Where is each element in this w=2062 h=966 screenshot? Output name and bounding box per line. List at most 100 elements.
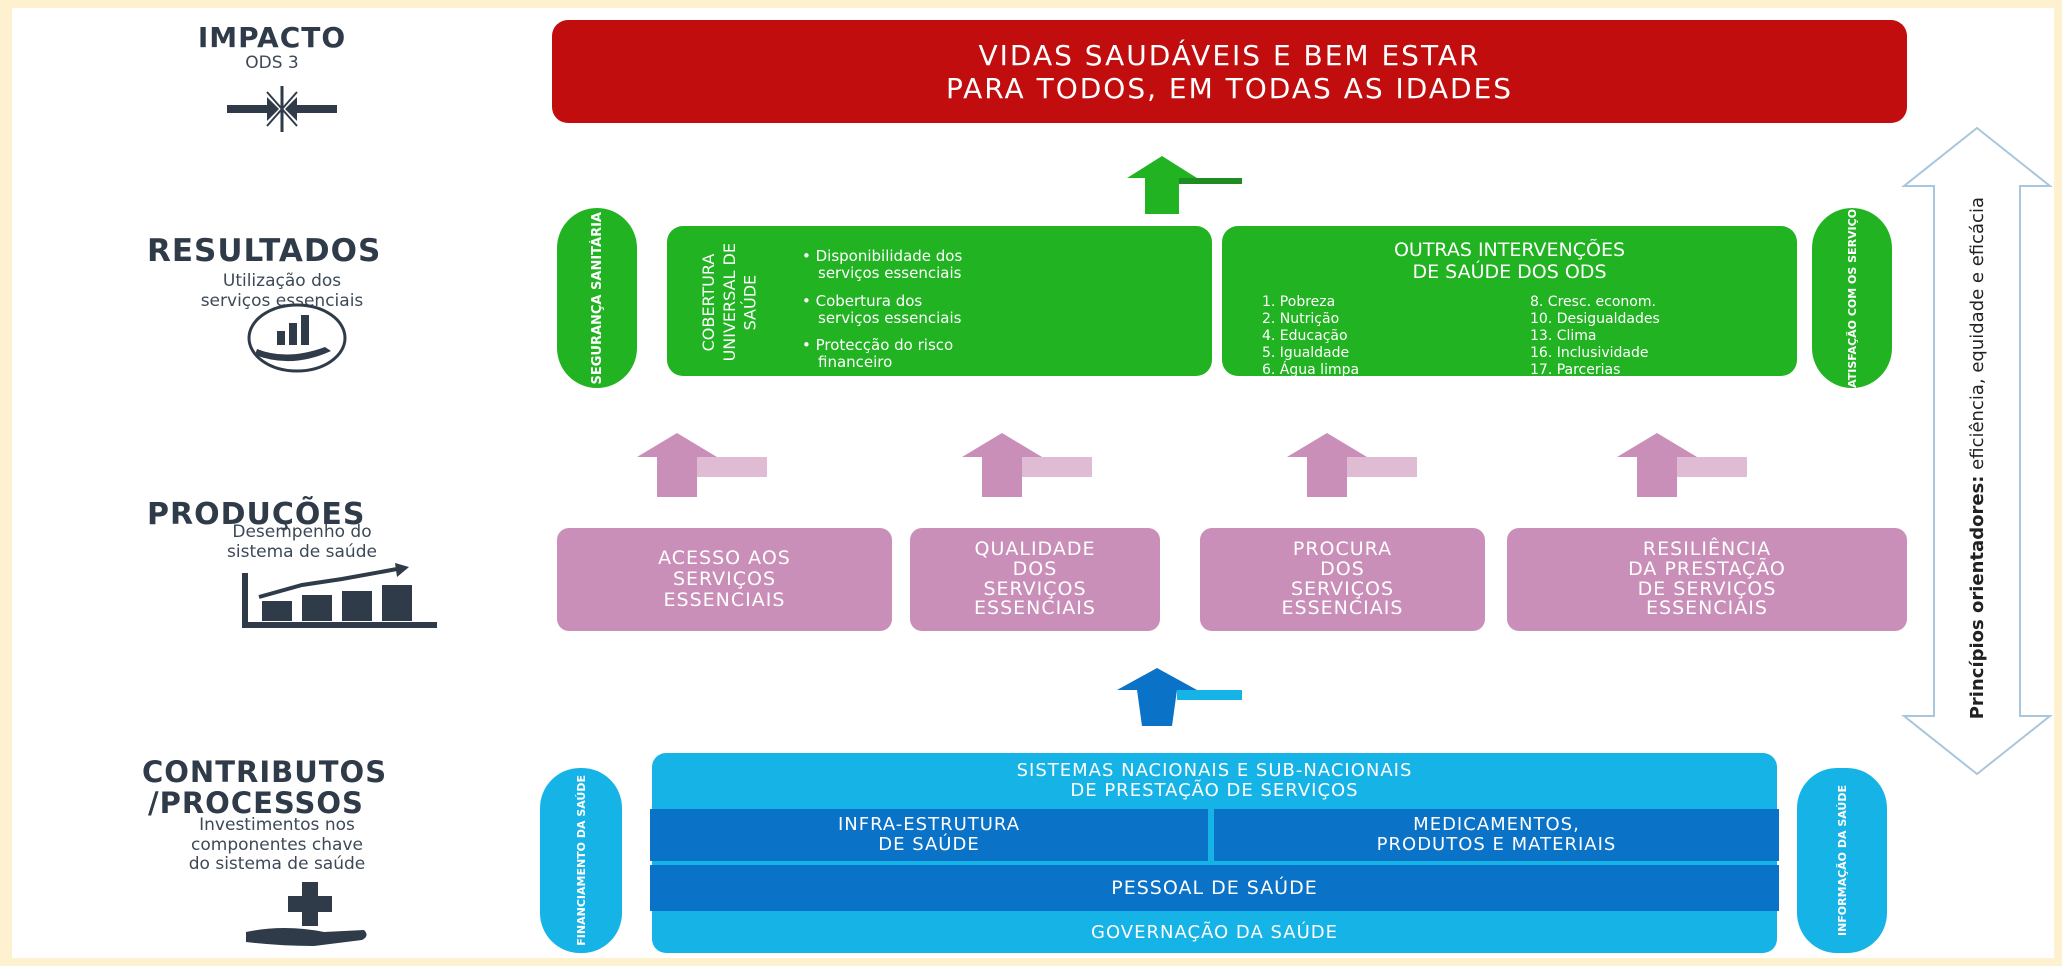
infra-line1: INFRA-ESTRUTURA <box>837 814 1021 836</box>
side-bar-health-security-label: SEGURANÇA SANITÁRIA <box>589 211 605 385</box>
side-bar-health-security: SEGURANÇA SANITÁRIA <box>557 208 637 388</box>
governance-label: GOVERNAÇÃO DA SAÚDE <box>1091 921 1338 943</box>
output-box-access: ACESSO AOS SERVIÇOS ESSENCIAIS <box>557 528 892 631</box>
output-access-line2: SERVIÇOS <box>672 568 777 591</box>
arrow-up-icon <box>1117 668 1242 726</box>
list-item: 6. Água limpa <box>1262 362 1360 378</box>
other-interventions-title: OUTRAS INTERVENÇÕES DE SAÚDE DOS ODS <box>1222 239 1797 284</box>
output-demand-line4: ESSENCIAIS <box>1281 597 1404 620</box>
list-item: 16. Inclusividade <box>1530 345 1649 361</box>
output-quality-line2: DOS <box>1012 557 1058 580</box>
diagram-canvas: IMPACTO ODS 3 RESULTADOS Utilização dos … <box>12 8 2054 958</box>
list-item: 10. Desigualdades <box>1530 311 1660 327</box>
output-access-line1: ACESSO AOS <box>658 547 791 570</box>
uhc-label-line3: SAÚDE <box>740 274 760 330</box>
other-interventions-left-list: 1. Pobreza 2. Nutrição 4. Educação 5. Ig… <box>1262 294 1482 379</box>
uhc-bullet: • Disponibilidade dos serviços essenciai… <box>802 247 1202 283</box>
inputs-subtitle: Investimentos nos componentes chave do s… <box>142 815 412 875</box>
output-box-demand: PROCURA DOS SERVIÇOS ESSENCIAIS <box>1200 528 1485 631</box>
uhc-bullet-3-line1: • Protecção do risco <box>802 336 954 354</box>
results-subtitle: Utilização dos serviços essenciais <box>152 271 412 311</box>
output-quality-line3: SERVIÇOS <box>983 577 1087 600</box>
other-title-line2: DE SAÚDE DOS ODS <box>1412 260 1607 283</box>
outputs-label: PRODUÇÕES <box>147 500 537 530</box>
hand-plus-icon <box>246 882 367 946</box>
inputs-label: CONTRIBUTOS /PROCESSOS <box>142 758 542 818</box>
governance-box: GOVERNAÇÃO DA SAÚDE <box>652 913 1777 951</box>
side-bar-financing: FINANCIAMENTO DA SAÚDE <box>540 768 622 953</box>
uhc-bullet-1-line2: serviços essenciais <box>818 264 962 283</box>
uhc-bullet: • Cobertura dos serviços essenciais <box>802 291 1202 328</box>
side-bar-information: INFORMAÇÃO DA SAÚDE <box>1797 768 1887 953</box>
impact-subtitle: ODS 3 <box>245 53 299 73</box>
uhc-bullet-3-line2: financeiro <box>818 353 893 372</box>
impact-banner-line1: VIDAS SAUDÁVEIS E BEM ESTAR <box>978 38 1481 72</box>
uhc-box: COBERTURA UNIVERSAL DE SAÚDE • Disponibi… <box>667 226 1212 376</box>
staff-label: PESSOAL DE SAÚDE <box>1111 877 1318 899</box>
medicines-box: MEDICAMENTOS, PRODUTOS E MATERIAIS <box>1214 809 1779 861</box>
list-item: 17. Parcerias <box>1530 362 1621 378</box>
uhc-label: COBERTURA UNIVERSAL DE SAÚDE <box>675 236 785 368</box>
uhc-label-line1: COBERTURA <box>698 253 718 351</box>
staff-box: PESSOAL DE SAÚDE <box>650 865 1779 911</box>
inputs-top-line1: SISTEMAS NACIONAIS E SUB-NACIONAIS <box>1016 760 1413 782</box>
results-subtitle-line1: Utilização dos <box>222 271 342 291</box>
output-box-quality: QUALIDADE DOS SERVIÇOS ESSENCIAIS <box>910 528 1160 631</box>
other-interventions-box: OUTRAS INTERVENÇÕES DE SAÚDE DOS ODS 1. … <box>1222 226 1797 379</box>
list-item: 8. Cresc. econom. <box>1530 294 1656 310</box>
principles-rest: eficiência, equidade e eficácia <box>1966 196 1988 476</box>
principles-label: Princípios orientadores: eficiência, equ… <box>1937 196 2017 720</box>
list-item: 5. Igualdade <box>1262 345 1350 361</box>
target-arrows-icon <box>227 86 337 132</box>
output-quality-line4: ESSENCIAIS <box>974 597 1096 620</box>
outputs-subtitle-line1: Desempenho do <box>232 522 372 542</box>
output-resilience-line1: RESILIÊNCIA <box>1642 537 1772 560</box>
impact-label: IMPACTO ODS 3 <box>147 24 397 74</box>
uhc-bullet: • Protecção do risco financeiro <box>802 336 1202 372</box>
side-bar-satisfaction: SATISFAÇÃO COM OS SERVIÇOS <box>1812 201 1892 395</box>
inputs-subtitle-line2: componentes chave <box>191 834 363 855</box>
output-resilience-line3: DE SERVIÇOS <box>1637 577 1777 600</box>
output-quality-line1: QUALIDADE <box>974 537 1096 560</box>
uhc-label-line2: UNIVERSAL DE <box>719 242 739 362</box>
uhc-bullet-2-line1: • Cobertura dos <box>802 291 923 310</box>
output-resilience-line2: DA PRESTAÇÃO <box>1628 557 1786 580</box>
results-label: RESULTADOS <box>147 236 537 267</box>
list-item: 4. Educação <box>1262 328 1348 344</box>
output-demand-line1: PROCURA <box>1292 537 1393 560</box>
inputs-title-line2: /PROCESSOS <box>148 786 364 820</box>
impact-title: IMPACTO <box>197 21 347 54</box>
list-item: 13. Clima <box>1530 328 1597 344</box>
infra-box: INFRA-ESTRUTURA DE SAÚDE <box>650 809 1208 861</box>
uhc-bullets: • Disponibilidade dos serviços essenciai… <box>802 247 1202 372</box>
arrow-up-icon <box>1127 156 1242 214</box>
side-bar-financing-label: FINANCIAMENTO DA SAÚDE <box>574 775 588 946</box>
output-access-line3: ESSENCIAIS <box>663 588 786 611</box>
inputs-subtitle-line1: Investimentos nos <box>199 815 355 835</box>
outputs-subtitle: Desempenho do sistema de saúde <box>172 522 432 562</box>
other-title-line1: OUTRAS INTERVENÇÕES <box>1393 239 1626 261</box>
hand-chart-icon <box>247 303 347 373</box>
other-interventions-right-list: 8. Cresc. econom. 10. Desigualdades 13. … <box>1530 294 1790 379</box>
medicines-line1: MEDICAMENTOS, <box>1413 814 1580 836</box>
inputs-top-line2: DE PRESTAÇÃO DE SERVIÇOS <box>1070 780 1359 801</box>
impact-banner-line2: PARA TODOS, EM TODAS AS IDADES <box>945 71 1514 105</box>
arrow-up-icon <box>962 433 1092 497</box>
impact-banner: VIDAS SAUDÁVEIS E BEM ESTAR PARA TODOS, … <box>552 20 1907 123</box>
output-demand-line3: SERVIÇOS <box>1290 577 1395 600</box>
side-bar-information-label: INFORMAÇÃO DA SAÚDE <box>1835 784 1849 936</box>
output-resilience-line4: ESSENCIAIS <box>1646 597 1768 620</box>
growth-chart-icon <box>242 563 437 628</box>
list-item: 1. Pobreza <box>1262 294 1336 310</box>
output-box-resilience: RESILIÊNCIA DA PRESTAÇÃO DE SERVIÇOS ESS… <box>1507 528 1907 631</box>
side-bar-satisfaction-label: SATISFAÇÃO COM OS SERVIÇOS <box>1845 200 1859 396</box>
double-arrow-icon <box>1901 126 2053 776</box>
inputs-title-line1: CONTRIBUTOS <box>142 755 388 789</box>
principles-bold: Princípios orientadores: <box>1966 475 1988 720</box>
uhc-bullet-1-line1: • Disponibilidade dos <box>802 247 963 265</box>
list-item: 2. Nutrição <box>1262 311 1340 327</box>
inputs-top-banner: SISTEMAS NACIONAIS E SUB-NACIONAIS DE PR… <box>652 757 1777 805</box>
results-subtitle-line2: serviços essenciais <box>200 290 364 311</box>
results-title: RESULTADOS <box>147 233 382 269</box>
inputs-block: SISTEMAS NACIONAIS E SUB-NACIONAIS DE PR… <box>650 753 1779 953</box>
